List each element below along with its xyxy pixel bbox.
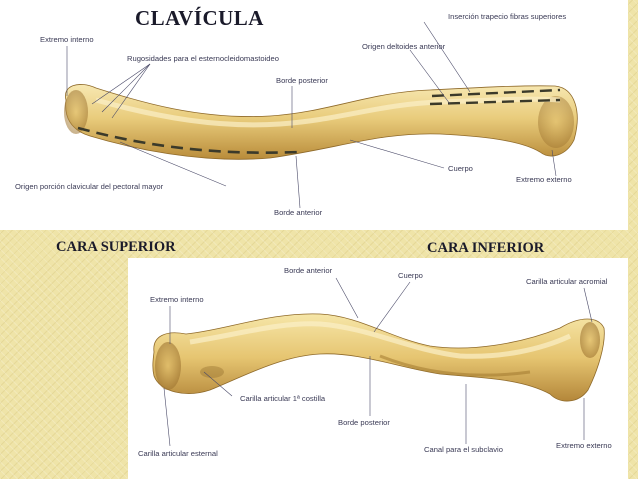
subclavian-groove bbox=[379, 354, 531, 377]
clavicle-top-body bbox=[65, 84, 578, 160]
label-carilla-costilla: Carilla articular 1ª costilla bbox=[240, 394, 326, 403]
label-borde-posterior-bottom: Borde posterior bbox=[338, 418, 390, 427]
label-borde-anterior-bottom: Borde anterior bbox=[284, 266, 333, 275]
label-borde-posterior-top: Borde posterior bbox=[276, 76, 328, 85]
clavicle-bottom-highlight bbox=[189, 321, 572, 359]
pectoral-origin-dashes bbox=[77, 126, 301, 154]
deltoid-origin-dashes bbox=[429, 98, 561, 106]
face-inferior-heading: CARA INFERIOR bbox=[427, 240, 545, 256]
bottom-leader-lines bbox=[163, 277, 593, 447]
label-extremo-interno-top: Extremo interno bbox=[40, 35, 94, 44]
label-origen-deltoides: Origen deltoides anterior bbox=[362, 42, 446, 51]
label-carilla-acromial: Carilla articular acromial bbox=[526, 277, 608, 286]
label-cuerpo-bottom: Cuerpo bbox=[398, 271, 423, 280]
clavicle-inferior-view bbox=[152, 313, 605, 402]
label-borde-anterior-top: Borde anterior bbox=[274, 208, 323, 217]
clavicle-superior-view bbox=[64, 84, 578, 160]
clavicle-bottom-body bbox=[152, 313, 605, 402]
label-origen-pectoral: Origen porción clavicular del pectoral m… bbox=[15, 182, 164, 191]
first-rib-facet bbox=[200, 366, 224, 378]
clavicle-bottom-acromial-facet bbox=[580, 322, 600, 358]
clavicle-bottom-sternal-facet bbox=[155, 342, 181, 390]
clavicle-top-highlight bbox=[95, 96, 561, 128]
label-canal-subclavio: Canal para el subclavio bbox=[424, 445, 503, 454]
clavicle-top-lateral-end bbox=[538, 96, 574, 148]
label-insercion-trapecio: Inserción trapecio fibras superiores bbox=[448, 12, 567, 21]
label-extremo-externo-top: Extremo externo bbox=[516, 175, 572, 184]
label-extremo-externo-bottom: Extremo externo bbox=[556, 441, 612, 450]
label-rugosidades: Rugosidades para el esternocleidomastoid… bbox=[127, 54, 279, 63]
label-cuerpo-top: Cuerpo bbox=[448, 164, 473, 173]
face-superior-heading: CARA SUPERIOR bbox=[56, 239, 176, 255]
trapezius-insertion-dashes bbox=[431, 88, 561, 98]
clavicle-top-medial-end bbox=[64, 90, 88, 134]
label-carilla-esternal: Carilla articular esternal bbox=[138, 449, 218, 458]
label-extremo-interno-bottom: Extremo interno bbox=[150, 295, 204, 304]
top-leader-lines bbox=[66, 21, 557, 209]
diagram-title: CLAVÍCULA bbox=[135, 6, 264, 30]
